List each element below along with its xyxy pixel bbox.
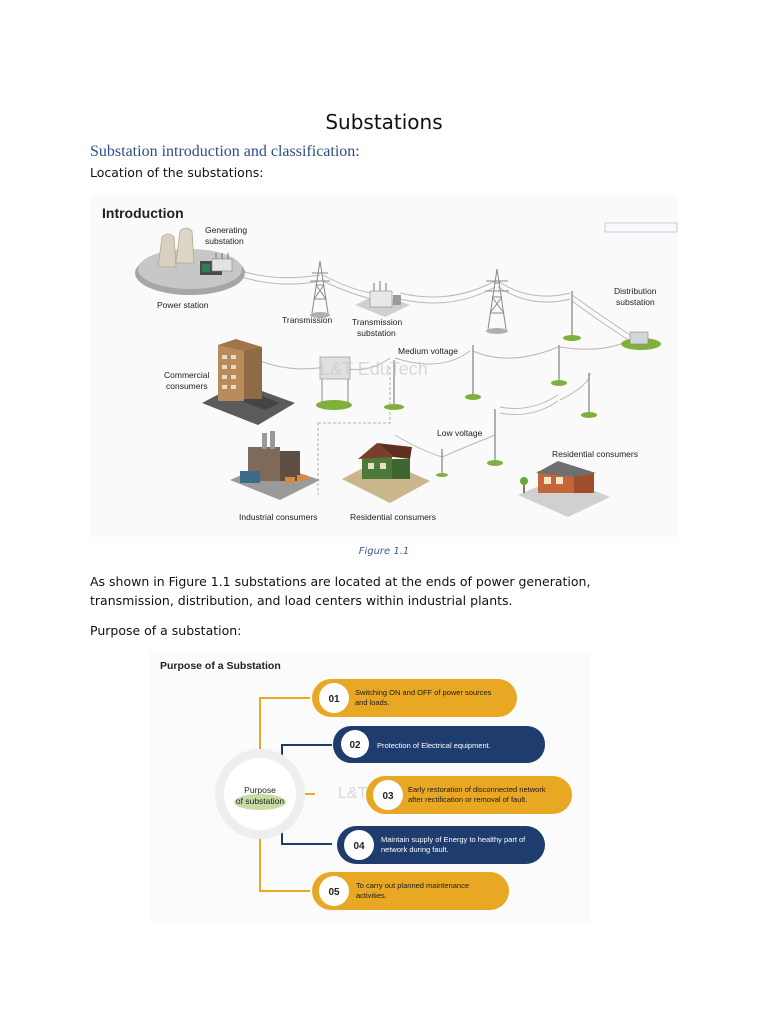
svg-text:05: 05	[328, 887, 340, 898]
label-commercial-1: Commercial	[164, 370, 209, 380]
label-distribution-2: substation	[616, 297, 655, 307]
label-residential-left: Residential consumers	[350, 512, 436, 522]
house-icon	[342, 443, 430, 503]
purpose-infographic: Purpose of a Substation Purpose of subst…	[150, 652, 590, 922]
watermark: L&T EduTech	[320, 359, 428, 379]
purpose-item-03: 03 Early restoration of disconnected net…	[366, 776, 572, 814]
distribution-substation-icon	[629, 331, 649, 345]
svg-text:Maintain supply of Energy to h: Maintain supply of Energy to healthy par…	[381, 835, 526, 844]
svg-text:Protection of Electrical equip: Protection of Electrical equipment.	[377, 741, 491, 750]
purpose-item-01: 01 Switching ON and OFF of power sources…	[312, 679, 517, 717]
svg-text:Switching ON and OFF of power: Switching ON and OFF of power sources	[355, 688, 492, 697]
purpose-item-04: 04 Maintain supply of Energy to healthy …	[337, 826, 545, 864]
infographic-heading: Purpose of a Substation	[160, 660, 281, 672]
transformer-icon	[319, 356, 351, 380]
page-title: Substations	[325, 110, 443, 134]
svg-text:after rectification or removal: after rectification or removal of fault.	[408, 795, 527, 804]
house-icon	[518, 461, 610, 517]
svg-text:To carry out planned maintenan: To carry out planned maintenance	[356, 881, 469, 890]
label-low-voltage: Low voltage	[437, 428, 483, 438]
svg-text:03: 03	[382, 791, 394, 802]
label-power-station: Power station	[157, 300, 209, 310]
purpose-item-05: 05 To carry out planned maintenance acti…	[312, 872, 509, 910]
svg-text:Early restoration of disconnec: Early restoration of disconnected networ…	[408, 785, 546, 794]
label-generating-1: Generating	[205, 225, 247, 235]
purpose-label: Purpose of a substation:	[90, 623, 242, 638]
label-generating-2: substation	[205, 236, 244, 246]
svg-text:and loads.: and loads.	[355, 698, 390, 707]
label-transmission: Transmission	[282, 315, 332, 325]
label-commercial-2: consumers	[166, 381, 208, 391]
figure-heading: Introduction	[102, 205, 184, 221]
transmission-substation-icon	[355, 281, 410, 317]
commercial-building-icon	[202, 339, 295, 425]
svg-text:activities.: activities.	[356, 891, 387, 900]
label-medium-voltage: Medium voltage	[398, 346, 458, 356]
figure-caption: Figure 1.1	[358, 546, 410, 557]
purpose-item-02: 02 Protection of Electrical equipment.	[333, 726, 545, 763]
center-label-1: Purpose	[244, 785, 276, 795]
label-transmission-sub-1: Transmission	[352, 317, 402, 327]
label-distribution-1: Distribution	[614, 286, 657, 296]
power-system-diagram: Introduction Generating substation Power…	[90, 195, 678, 537]
transmission-tower-icon	[310, 260, 330, 314]
center-label-2: of substation	[236, 796, 284, 806]
label-residential-right: Residential consumers	[552, 449, 638, 459]
svg-text:02: 02	[349, 740, 361, 751]
section-heading: Substation introduction and classificati…	[90, 143, 360, 160]
transmission-tower-icon	[485, 268, 509, 330]
svg-text:01: 01	[328, 694, 340, 705]
svg-text:network during fault.: network during fault.	[381, 845, 449, 854]
location-label: Location of the substations:	[90, 165, 264, 180]
body-paragraph: As shown in Figure 1.1 substations are l…	[90, 574, 591, 608]
label-industrial: Industrial consumers	[239, 512, 317, 522]
label-transmission-sub-2: substation	[357, 328, 396, 338]
svg-text:04: 04	[353, 841, 365, 852]
industrial-building-icon	[230, 431, 320, 500]
